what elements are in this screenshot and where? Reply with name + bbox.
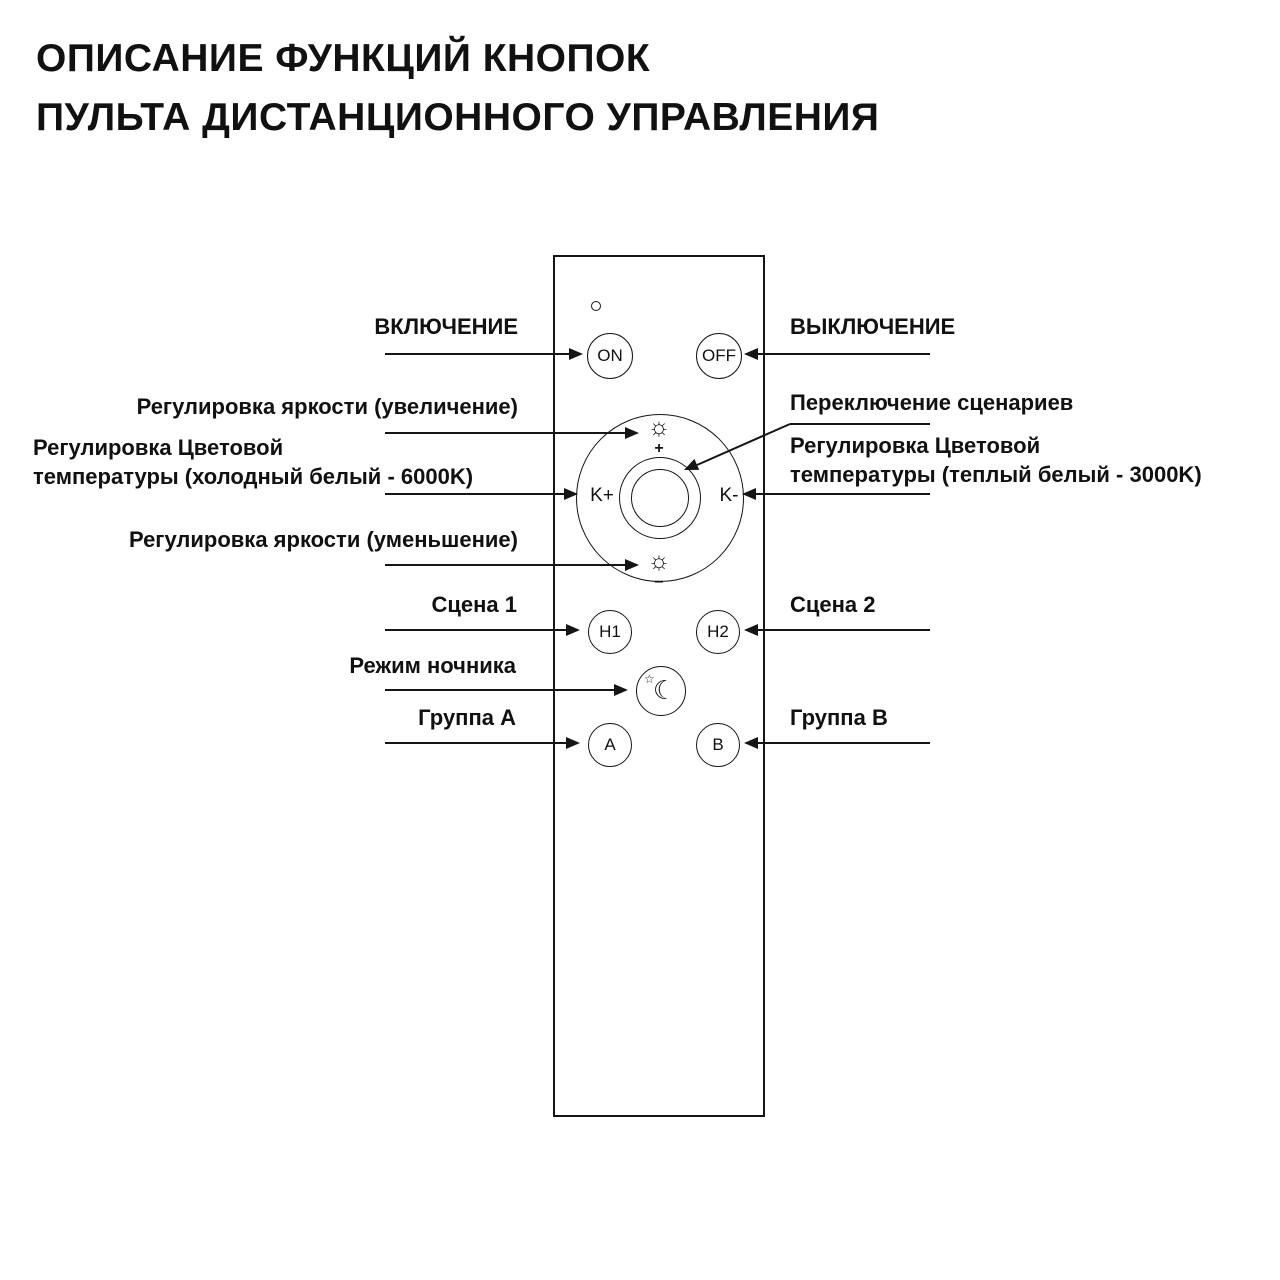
dial-center-inner-ring (631, 469, 689, 527)
label-warm-white: Регулировка Цветовой температуры (теплый… (790, 431, 1202, 489)
remote-body: ON OFF ☼ + K+ K- ☼ − H1 H2 ☆ ☾ A B (553, 255, 765, 1117)
arrow-scene-1 (385, 624, 580, 636)
label-power-on: ВКЛЮЧЕНИЕ (374, 314, 518, 339)
arrow-power-off (744, 348, 930, 360)
h2-button: H2 (696, 610, 740, 654)
label-cold-white-line2: температуры (холодный белый - 6000K) (33, 464, 474, 489)
label-brightness-down: Регулировка яркости (уменьшение) (128, 527, 518, 552)
led-indicator (591, 301, 601, 311)
arrow-warm-white (742, 488, 930, 500)
group-b-button: B (696, 723, 740, 767)
page-title: ОПИСАНИЕ ФУНКЦИЙ КНОПОК ПУЛЬТА ДИСТАНЦИО… (36, 30, 879, 147)
dial-center-ring (619, 457, 701, 539)
brightness-down-button: ☼ − (639, 549, 679, 591)
label-cold-white-line1: Регулировка Цветовой (33, 435, 284, 460)
night-mode-button: ☆ ☾ (636, 666, 686, 716)
star-icon: ☆ (644, 672, 655, 686)
h1-button: H1 (588, 610, 632, 654)
page-title-line1: ОПИСАНИЕ ФУНКЦИЙ КНОПОК (36, 37, 651, 80)
plus-sign: + (654, 440, 664, 457)
sun-icon: ☼ (647, 547, 671, 575)
brightness-up-button: ☼ + (639, 415, 679, 457)
minus-sign: − (654, 574, 664, 591)
arrow-group-a (385, 737, 580, 749)
label-scene-2: Сцена 2 (790, 592, 876, 617)
arrow-scene-2 (744, 624, 930, 636)
arrow-group-b (744, 737, 930, 749)
off-button: OFF (696, 333, 742, 379)
group-a-button: A (588, 723, 632, 767)
label-warm-white-line2: температуры (теплый белый - 3000K) (790, 462, 1202, 487)
label-warm-white-line1: Регулировка Цветовой (790, 433, 1041, 458)
sun-icon: ☼ (647, 413, 671, 441)
label-night-mode: Режим ночника (349, 653, 516, 678)
label-cold-white: Регулировка Цветовой температуры (холодн… (33, 433, 473, 491)
page-title-line2: ПУЛЬТА ДИСТАНЦИОННОГО УПРАВЛЕНИЯ (36, 95, 880, 139)
moon-icon: ☾ (652, 674, 677, 705)
label-scene-1: Сцена 1 (431, 592, 517, 617)
label-group-a: Группа A (418, 705, 516, 730)
on-button: ON (587, 333, 633, 379)
label-power-off: ВЫКЛЮЧЕНИЕ (790, 314, 956, 339)
k-minus-button: K- (719, 485, 739, 506)
label-group-b: Группа B (790, 705, 888, 730)
k-plus-button: K+ (590, 485, 614, 506)
label-brightness-up: Регулировка яркости (увеличение) (136, 394, 518, 419)
label-scenario-switch: Переключение сценариев (790, 390, 1074, 415)
